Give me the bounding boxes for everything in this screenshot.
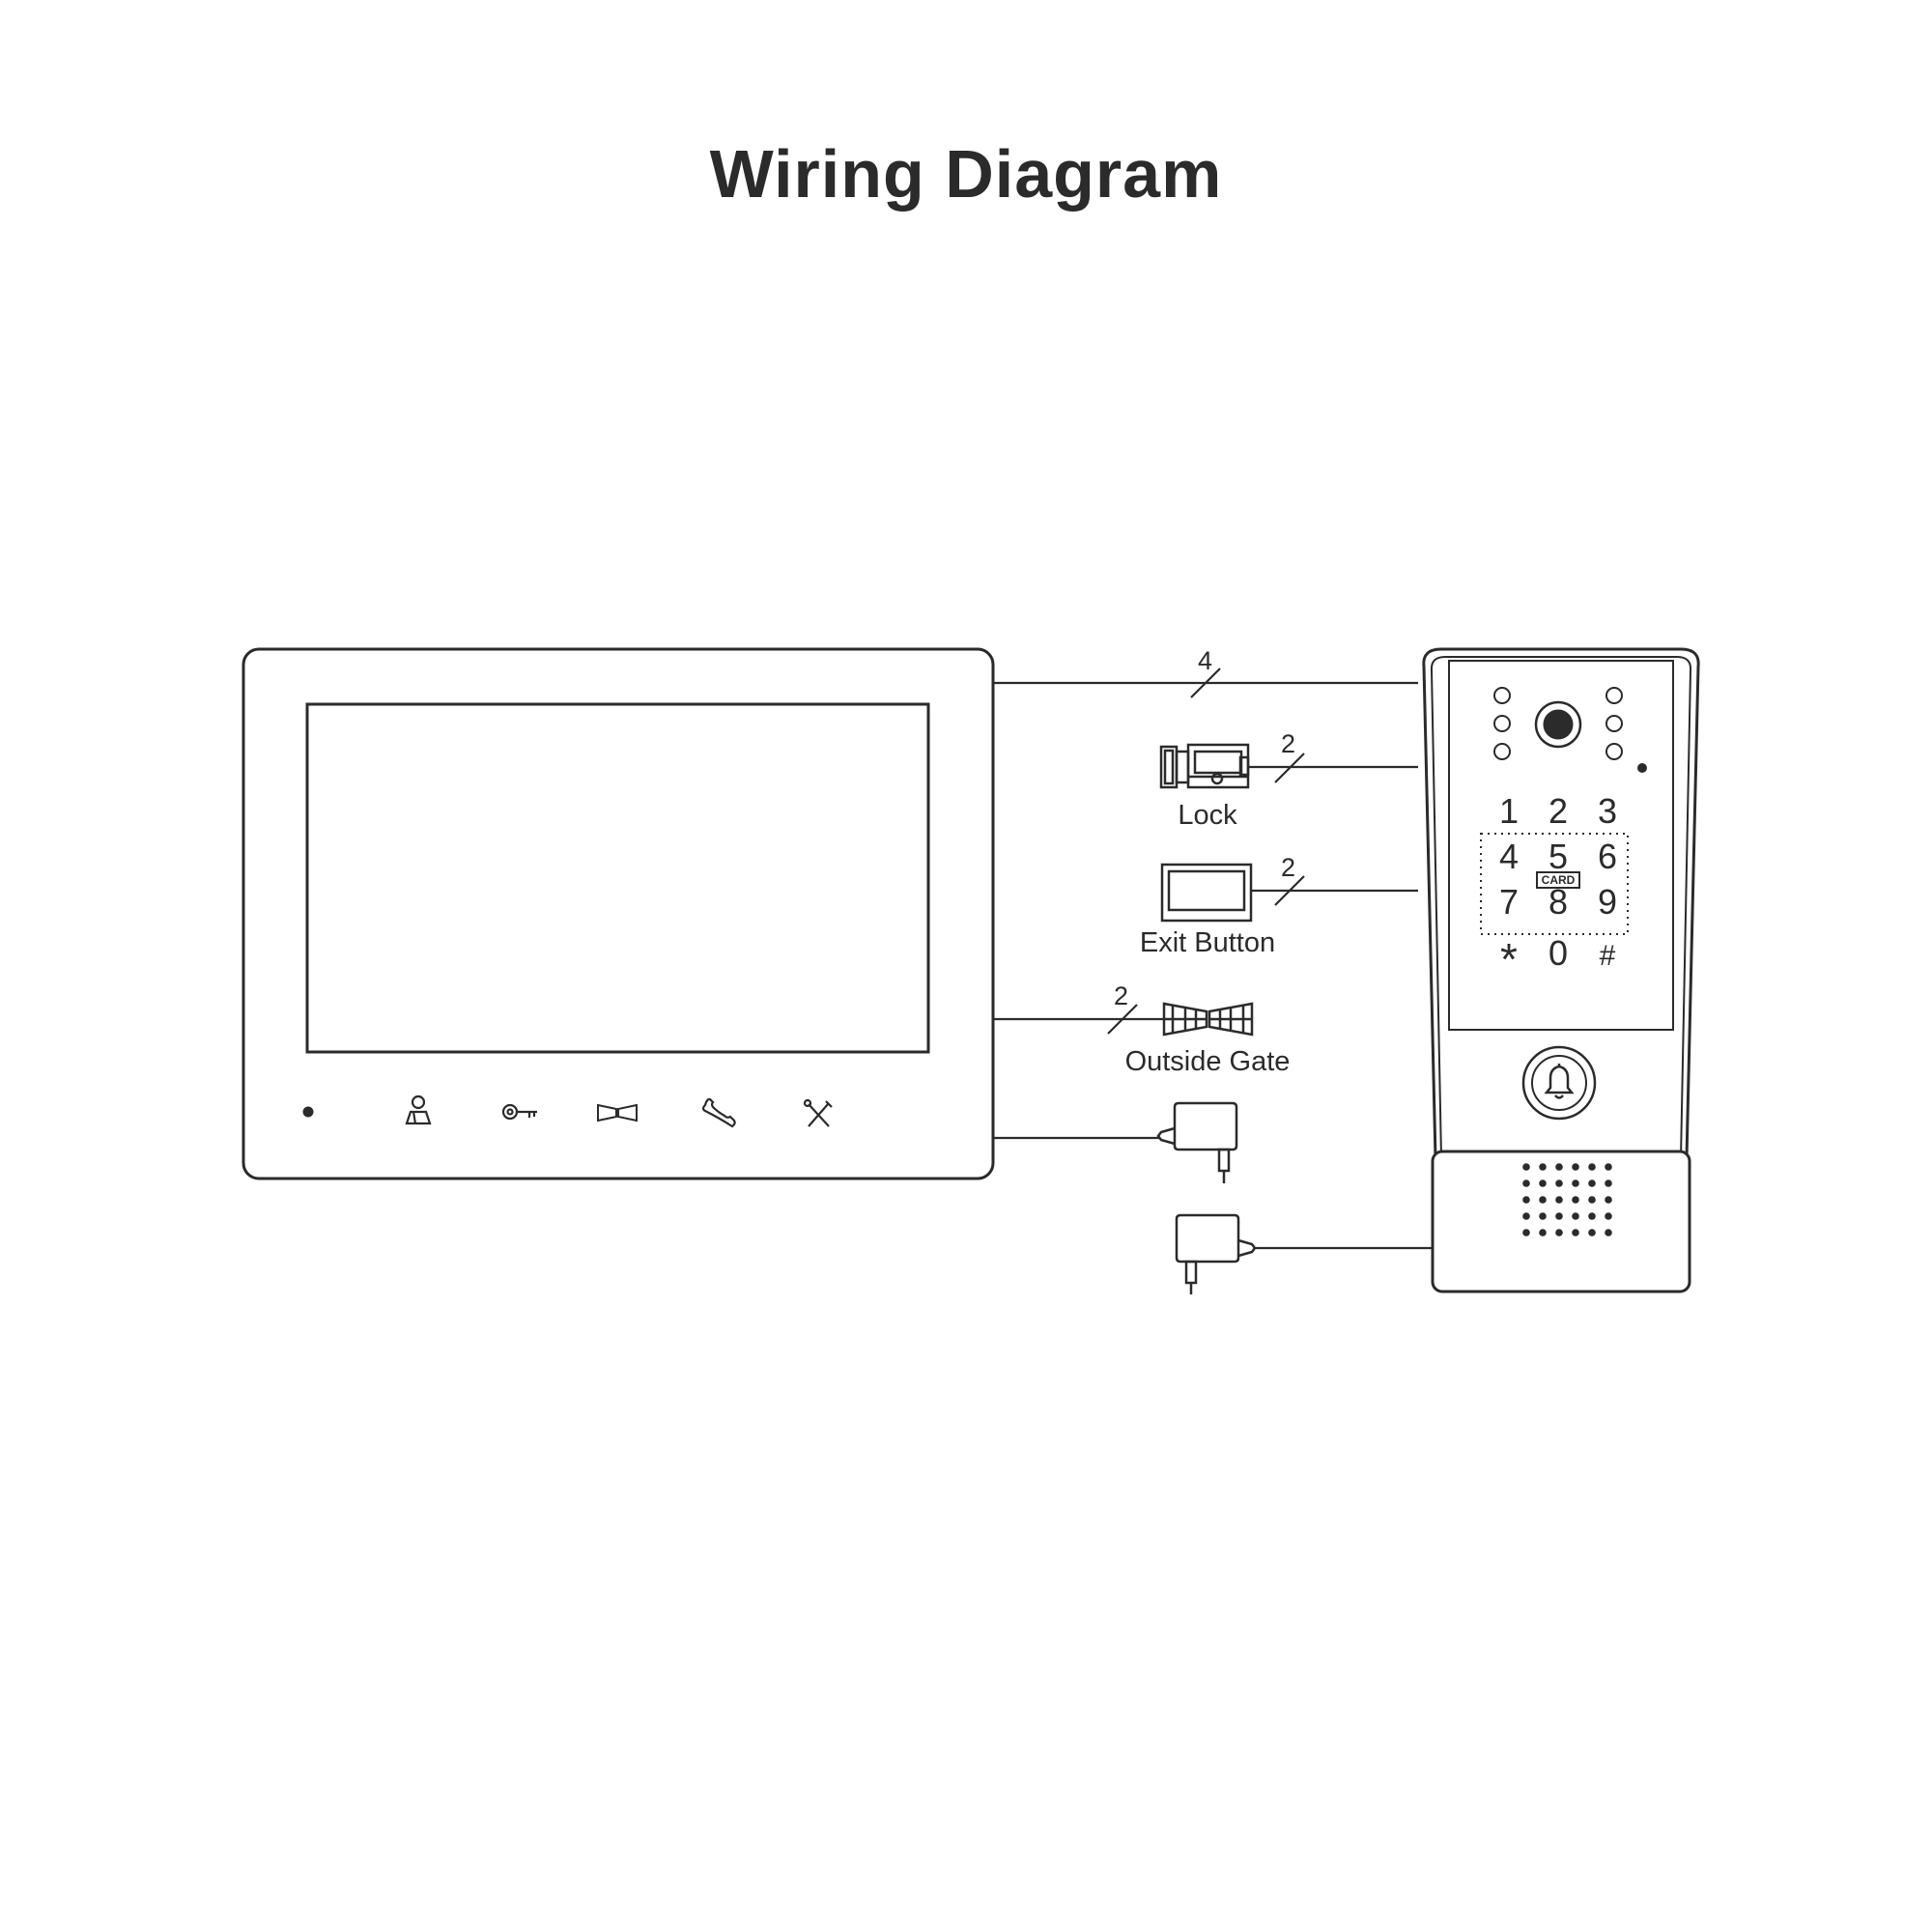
speaker-hole	[1588, 1179, 1596, 1187]
speaker-hole	[1539, 1163, 1547, 1171]
lock-label: Lock	[1178, 800, 1237, 831]
monitor-frame	[242, 647, 995, 1180]
speaker-hole	[1522, 1229, 1530, 1236]
speaker-hole	[1605, 1212, 1612, 1220]
speaker-hole	[1588, 1163, 1596, 1171]
speaker-hole	[1572, 1229, 1579, 1236]
monitor-screen	[305, 702, 930, 1054]
outside-gate-label: Outside Gate	[1125, 1046, 1291, 1077]
user-icon[interactable]	[405, 1094, 432, 1125]
ir-led	[1493, 687, 1511, 704]
speaker-hole	[1522, 1179, 1530, 1187]
keypad-key[interactable]: 4	[1499, 837, 1519, 876]
speaker-hole	[1539, 1179, 1547, 1187]
speaker-hole	[1522, 1212, 1530, 1220]
speaker-hole	[1539, 1196, 1547, 1204]
key-icon[interactable]	[501, 1103, 537, 1121]
speaker-hole	[1555, 1229, 1563, 1236]
speaker-hole	[1539, 1229, 1547, 1236]
wire-count-monitor: 4	[1198, 646, 1212, 675]
ir-led	[1605, 715, 1623, 732]
speaker-hole	[1588, 1229, 1596, 1236]
keypad-key[interactable]: 2	[1548, 791, 1568, 831]
keypad-key[interactable]: 3	[1598, 791, 1617, 831]
call-button[interactable]	[1521, 1045, 1597, 1121]
doorbell-body	[1431, 1150, 1691, 1293]
phone-handset-icon[interactable]	[701, 1097, 736, 1128]
speaker-hole	[1522, 1163, 1530, 1171]
keypad-key[interactable]: 5	[1548, 837, 1568, 876]
exit-button-label: Exit Button	[1140, 927, 1275, 958]
lock-icon	[1159, 743, 1250, 789]
wires	[993, 668, 1432, 1250]
keypad-key[interactable]: 7	[1499, 882, 1519, 922]
speaker-hole	[1572, 1163, 1579, 1171]
exit-button-icon	[1160, 863, 1253, 923]
speaker-grille	[1522, 1163, 1612, 1236]
power-adapter-monitor-icon	[1156, 1101, 1238, 1183]
page-title: Wiring Diagram	[709, 136, 1223, 212]
ir-led	[1493, 743, 1511, 760]
power-adapter-doorbell-icon	[1175, 1213, 1257, 1294]
speaker-hole	[1588, 1212, 1596, 1220]
camera-icon	[1534, 700, 1582, 749]
tools-icon[interactable]	[803, 1098, 833, 1127]
wire-count-lock: 2	[1281, 729, 1295, 758]
wire-count-exit: 2	[1281, 853, 1295, 882]
speaker-hole	[1555, 1179, 1563, 1187]
mic-dot-icon	[1637, 763, 1647, 773]
keypad-key[interactable]: 6	[1598, 837, 1617, 876]
speaker-hole	[1605, 1229, 1612, 1236]
keypad-key[interactable]: 1	[1499, 791, 1519, 831]
card-badge	[1536, 871, 1580, 889]
outdoor-doorbell	[1422, 647, 1700, 1293]
speaker-hole	[1539, 1212, 1547, 1220]
keypad-key[interactable]: 8	[1548, 882, 1568, 922]
speaker-hole	[1572, 1212, 1579, 1220]
ir-led	[1493, 715, 1511, 732]
speaker-hole	[1555, 1212, 1563, 1220]
card-label: CARD	[1542, 873, 1576, 887]
speaker-hole	[1572, 1196, 1579, 1204]
gate-icon[interactable]	[597, 1103, 638, 1122]
keypad-key[interactable]: 9	[1598, 882, 1617, 922]
ir-led	[1605, 687, 1623, 704]
speaker-hole	[1555, 1196, 1563, 1204]
speaker-hole	[1605, 1196, 1612, 1204]
speaker-hole	[1588, 1196, 1596, 1204]
outside-gate-icon	[1162, 1002, 1254, 1037]
keypad-key[interactable]: *	[1500, 934, 1518, 984]
speaker-hole	[1555, 1163, 1563, 1171]
indoor-monitor	[242, 647, 995, 1180]
keypad-key[interactable]: 0	[1548, 933, 1568, 973]
speaker-hole	[1605, 1163, 1612, 1171]
speaker-hole	[1605, 1179, 1612, 1187]
wire-count-gate: 2	[1114, 981, 1128, 1010]
speaker-hole	[1572, 1179, 1579, 1187]
bell-icon	[1544, 1064, 1575, 1099]
card-reader-zone	[1480, 833, 1629, 935]
mic-dot-icon	[302, 1106, 314, 1118]
speaker-hole	[1522, 1196, 1530, 1204]
ir-led	[1605, 743, 1623, 760]
keypad-key[interactable]: #	[1600, 940, 1616, 972]
doorbell-rain-hood	[1422, 647, 1700, 1159]
